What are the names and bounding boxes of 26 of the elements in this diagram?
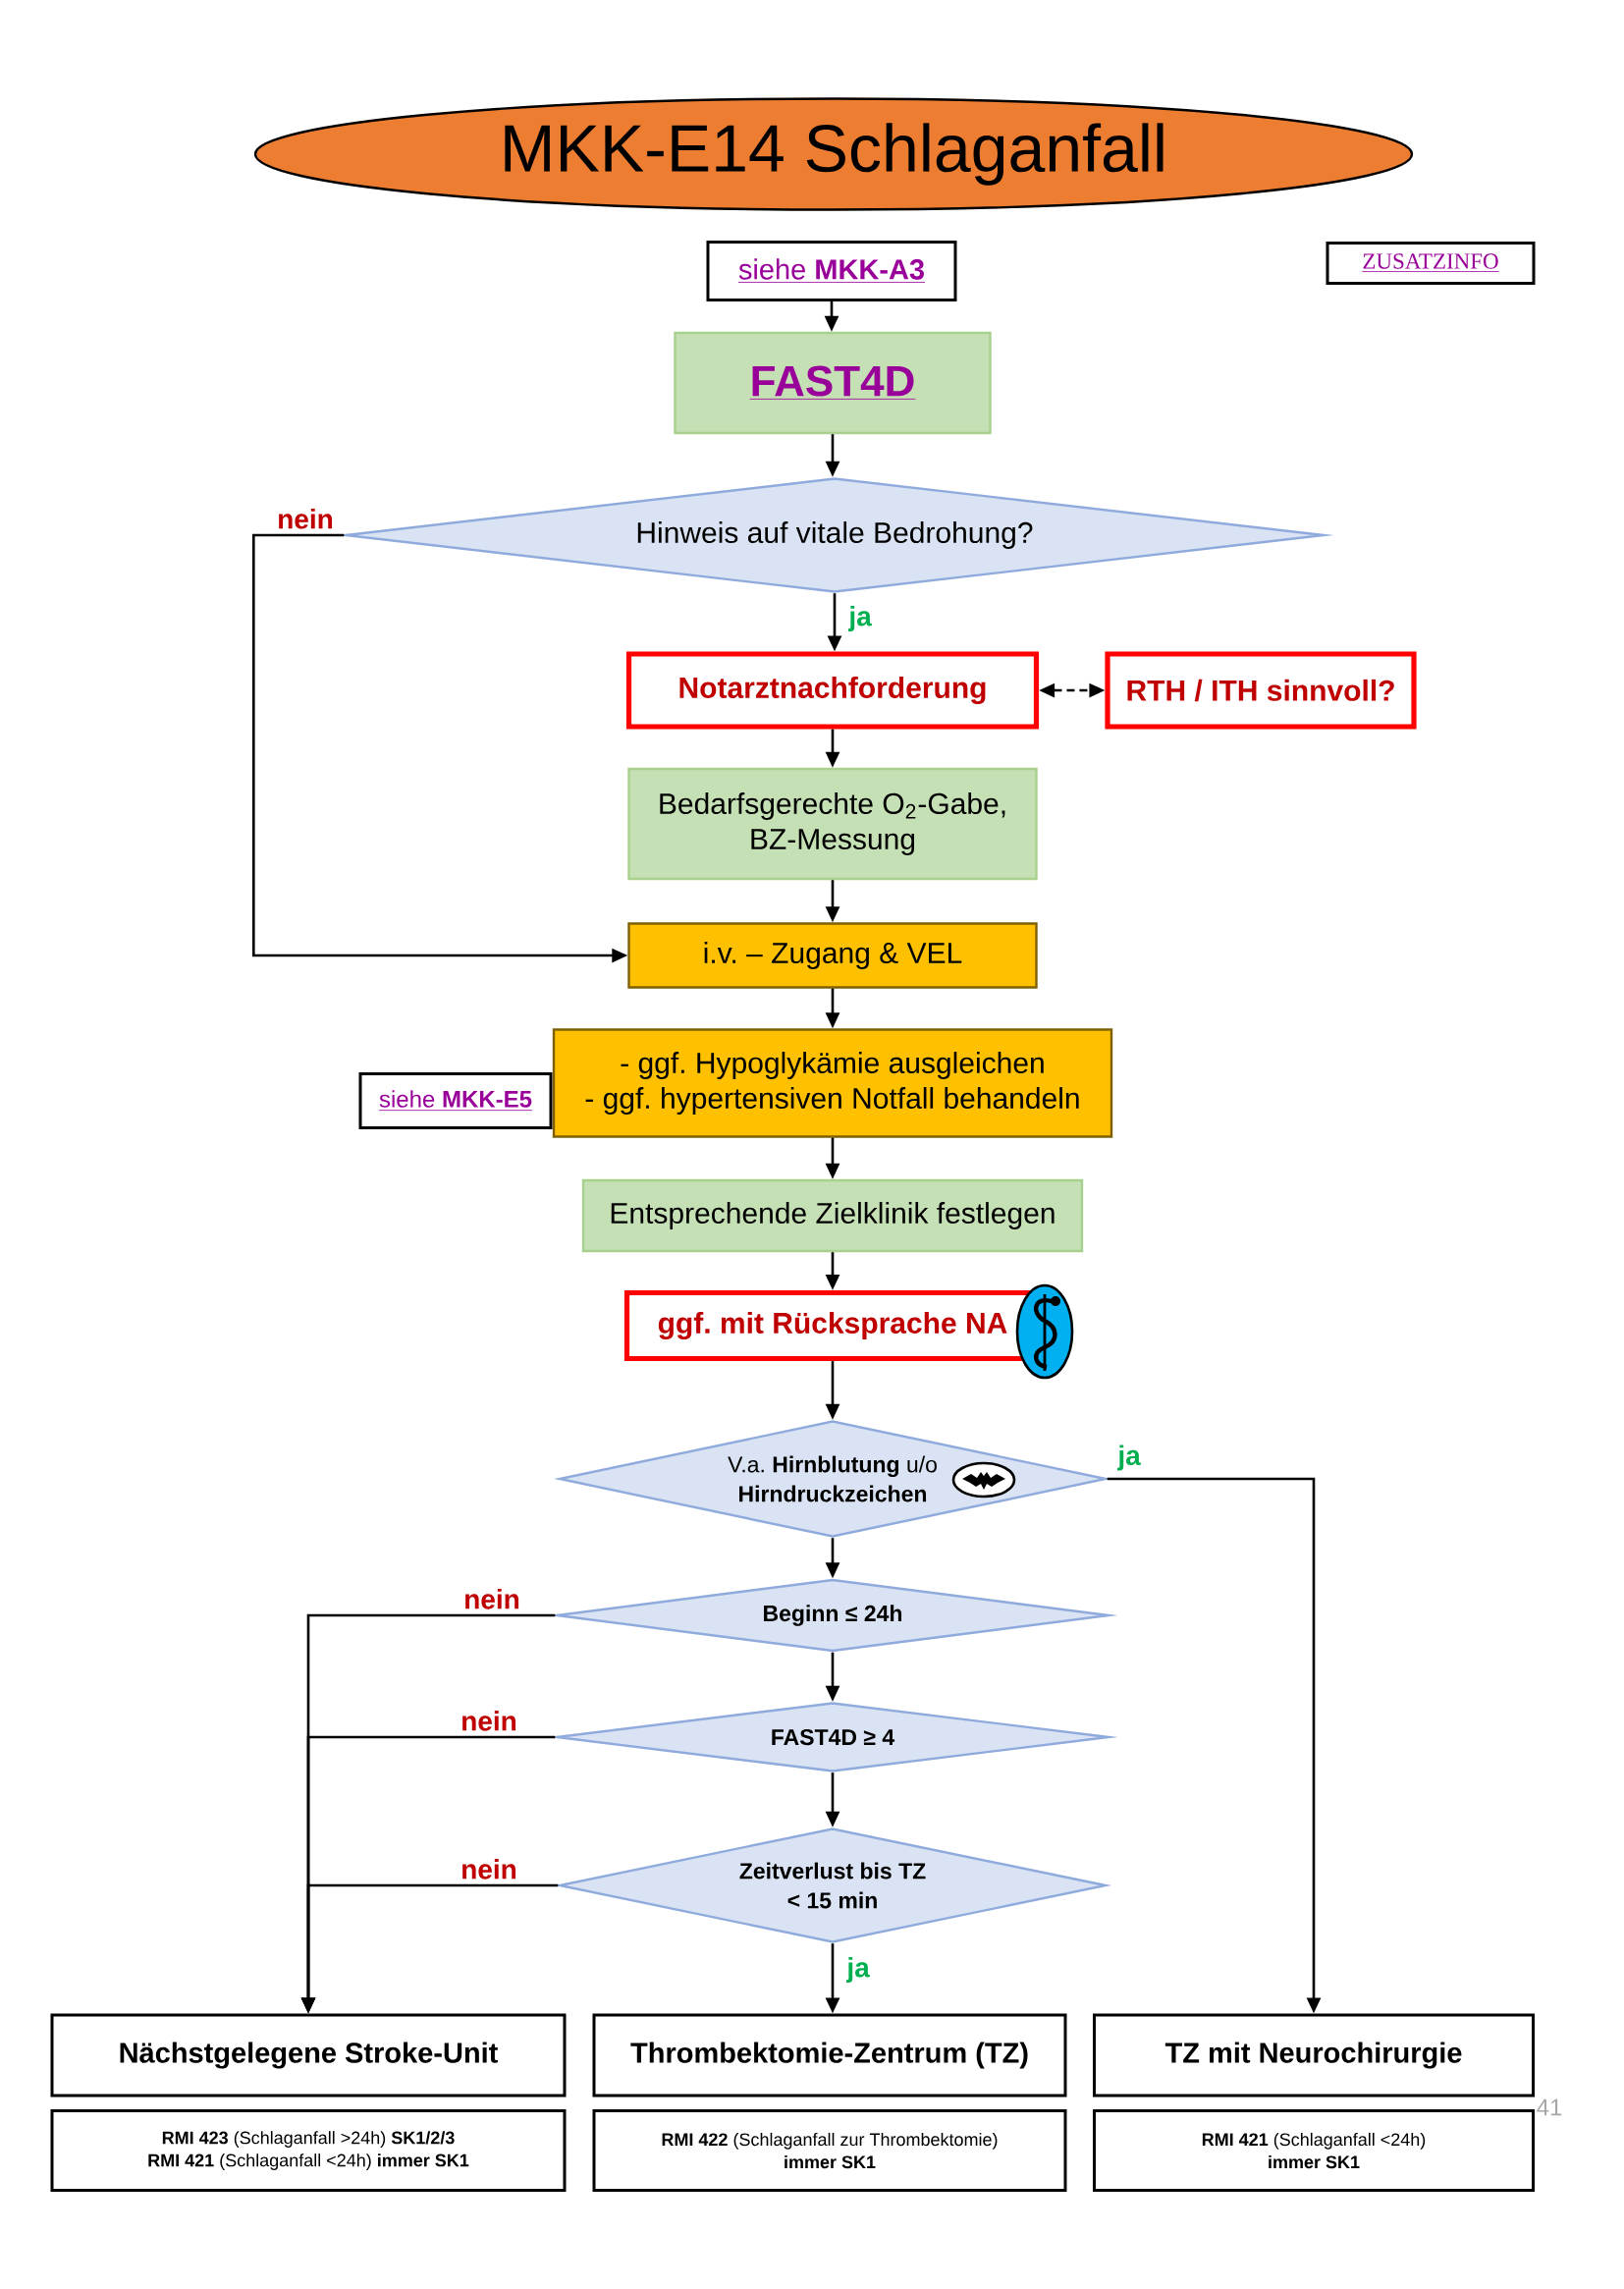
process-box: Bedarfsgerechte O$_{2}$-Gabe, BZ-Messung [627,767,1038,881]
edge-label: nein [459,1709,519,1733]
edge-label: nein [461,1587,522,1611]
process-box: Entsprechende Zielklinik festlegen [581,1178,1084,1253]
link-box: siehe MKK-A3 [706,241,957,301]
page-number: 41 [1537,2098,1562,2116]
destination-box: Thrombektomie-Zentrum (TZ) [592,2013,1067,2098]
edge-label: ja [846,603,874,634]
info-box: RMI 422 (Schlaganfall zur Thrombektomie) immer SK1 [592,2109,1067,2192]
link-box: siehe MKK-E5 [358,1072,553,1129]
info-box: RMI 421 (Schlaganfall <24h) immer SK1 [1093,2109,1535,2192]
title-banner: MKK-E14 Schlaganfall [253,97,1414,211]
edge-label: nein [459,1857,519,1881]
process-box: FAST4D [674,331,992,435]
alert-box: ggf. mit Rücksprache NA [623,1289,1042,1362]
process-box: i.v. – Zugang & VEL [627,922,1038,989]
alert-box: Notarztnachforderung [625,651,1040,730]
edge-label: ja [1115,1443,1143,1473]
edge-label: ja [844,1954,872,1986]
destination-box: Nächstgelegene Stroke-Unit [50,2013,567,2098]
edge-label: nein [275,507,336,531]
process-box: - ggf. Hypoglykämie ausgleichen - ggf. hypertensiven Notfall behandeln [552,1028,1113,1138]
destination-box: TZ mit Neurochirurgie [1093,2013,1535,2098]
info-box: RMI 423 (Schlaganfall >24h) SK1/2/3 RMI 421 (Schlaganfall <24h) immer SK1 [50,2109,567,2192]
alert-box: RTH / ITH sinnvoll? [1105,651,1417,730]
link-box: ZUSATZINFO [1326,242,1536,285]
